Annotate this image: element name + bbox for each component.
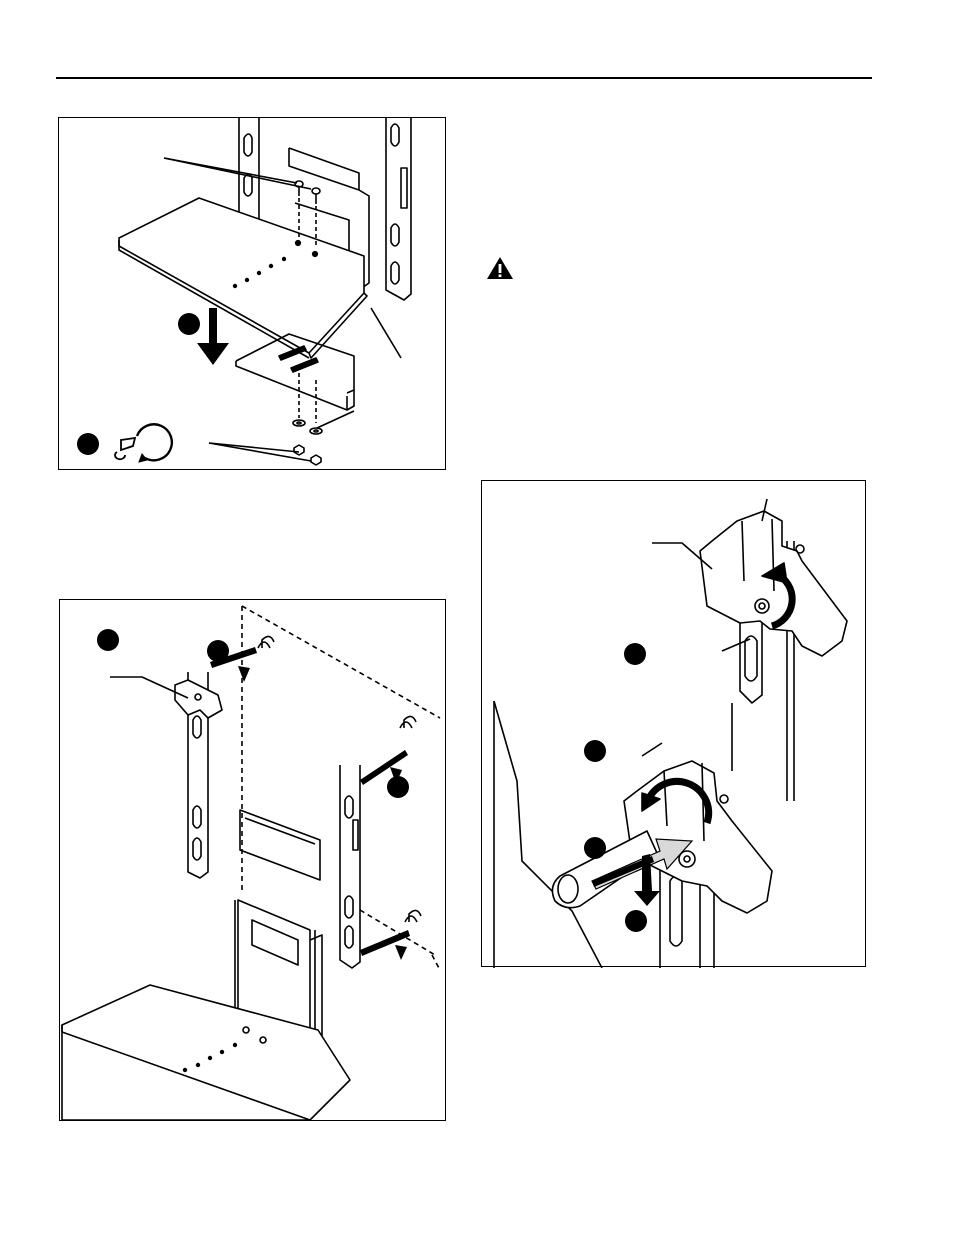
shelf-install-illustration [59, 118, 447, 471]
step-1-marker [624, 643, 646, 665]
figure-latch-detail [481, 480, 866, 967]
step-2-marker [584, 740, 606, 762]
step-3-marker [387, 776, 409, 798]
warning-triangle-icon [486, 256, 514, 280]
figure-wall-bracket-install [59, 599, 446, 1121]
down-arrow-icon [197, 308, 229, 365]
figure-shelf-install [58, 117, 446, 470]
latch-detail-illustration [482, 481, 867, 968]
header-rule [56, 77, 872, 79]
step-1-marker [97, 629, 119, 651]
wrench-rotate-icon [115, 424, 172, 462]
step-2-marker [207, 640, 229, 662]
step-2-wrench-marker [77, 433, 99, 455]
wall-bracket-illustration [60, 600, 447, 1122]
step-1-marker [178, 313, 200, 335]
step-3-marker [584, 837, 606, 859]
step-4-marker [625, 910, 647, 932]
